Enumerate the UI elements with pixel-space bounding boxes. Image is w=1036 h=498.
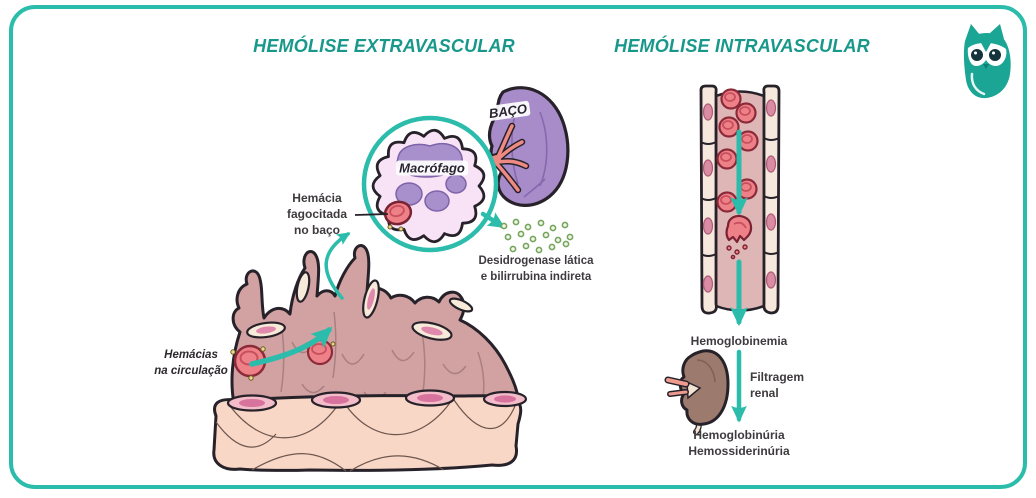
circulation-caption: Hemácias na circulação bbox=[154, 349, 228, 377]
macrophage-illustration bbox=[361, 115, 499, 253]
engulfed-red-blood-cell bbox=[383, 200, 413, 232]
owl-beak bbox=[983, 64, 989, 69]
blood-vessel-illustration bbox=[699, 84, 781, 327]
urine-findings-label: Hemoglobinúria Hemossiderinúria bbox=[688, 428, 790, 458]
products-caption: Desidrogenase lática e bilirrubina indir… bbox=[478, 255, 594, 283]
hemoglobinemia-label: Hemoglobinemia bbox=[690, 334, 788, 348]
tissue-flow-arrow bbox=[249, 326, 333, 367]
splenic-cord-illustration bbox=[212, 244, 528, 472]
owl-eye-left bbox=[971, 49, 983, 61]
owl-eye-right bbox=[989, 49, 1001, 61]
vessel-wall-nuclei bbox=[702, 99, 777, 293]
base-quilt-lines bbox=[215, 399, 516, 472]
granule-dots bbox=[500, 218, 574, 254]
base-nuclei bbox=[226, 389, 528, 412]
owl-ear-left bbox=[965, 24, 980, 41]
phagocytosed-caption: Hemácia fagocitada no baço bbox=[286, 191, 348, 237]
tissue-cut-openings bbox=[246, 271, 474, 341]
lysing-red-blood-cell bbox=[725, 214, 753, 260]
owl-icon bbox=[963, 24, 1011, 99]
owl-ear-right bbox=[990, 24, 1004, 39]
kidney-body bbox=[678, 349, 730, 426]
macrophage-label: Macrófago bbox=[396, 160, 468, 176]
kidney-hilar-vessels bbox=[664, 376, 690, 397]
endothelial-base bbox=[212, 389, 528, 472]
vessel-wall-seams bbox=[700, 137, 780, 257]
arrow-to-granules bbox=[480, 211, 506, 229]
frame-border bbox=[9, 5, 1027, 489]
renal-filtration-label: Filtragem renal bbox=[750, 370, 805, 400]
owl-brow bbox=[980, 41, 992, 52]
arrow-to-macrophage bbox=[324, 232, 351, 300]
kidney-illustration bbox=[664, 349, 730, 435]
owl-wing bbox=[970, 72, 986, 96]
title-intravascular: HEMÓLISE INTRAVASCULAR bbox=[614, 36, 870, 56]
caption-pointer-line bbox=[354, 213, 389, 216]
vessel-wall-right bbox=[762, 84, 781, 315]
title-extravascular: HEMÓLISE EXTRAVASCULAR bbox=[253, 36, 515, 56]
vessel-red-blood-cells bbox=[716, 88, 759, 213]
owl-logo bbox=[963, 24, 1011, 99]
